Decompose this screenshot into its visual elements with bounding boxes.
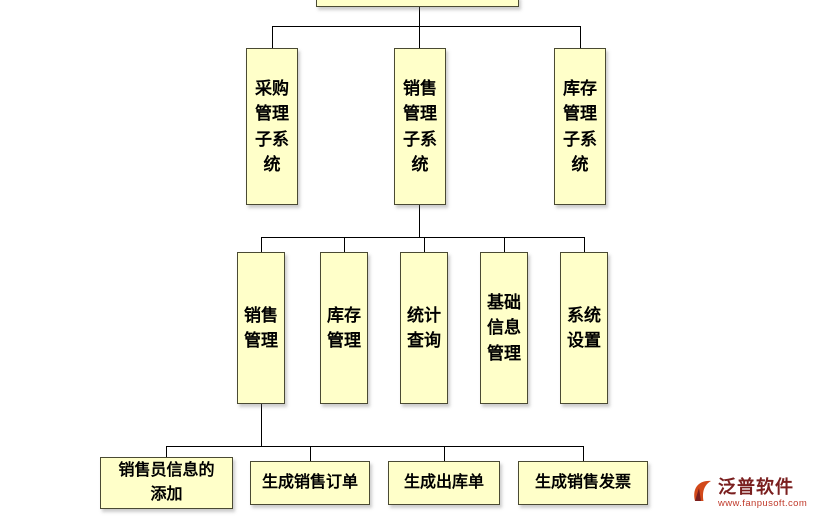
function-box-create-sales-invoice: 生成销售发票 [518, 461, 648, 505]
connector-sales-mgmt-stem [261, 404, 262, 446]
connector-drop-sales-subsystem [419, 26, 420, 48]
connector-level3-rail [166, 446, 584, 447]
function-box-create-outbound-order: 生成出库单 [388, 461, 500, 505]
module-box-inventory-management: 库存管理 [320, 252, 368, 404]
connector-drop-sales-order [310, 446, 311, 462]
function-box-create-sales-order: 生成销售订单 [250, 461, 370, 505]
subsystem-box-inventory: 库存管理子系统 [554, 48, 606, 205]
connector-drop-purchase [272, 26, 273, 48]
module-box-system-settings: 系统设置 [560, 252, 608, 404]
module-box-statistics-query: 统计查询 [400, 252, 448, 404]
fanpu-logo-icon [694, 480, 711, 501]
brand-logo: 泛普软件 www.fanpusoft.com [690, 477, 807, 509]
connector-drop-sales-invoice [583, 446, 584, 462]
function-box-add-salesman-info: 销售员信息的添加 [100, 457, 233, 509]
connector-drop-outbound-order [444, 446, 445, 462]
subsystem-box-sales: 销售管理子系统 [394, 48, 446, 205]
connector-drop-inventory-subsystem [580, 26, 581, 48]
module-box-sales-management: 销售管理 [237, 252, 285, 404]
connector-sales-subsystem-stem [419, 205, 420, 237]
connector-drop-system-settings [584, 237, 585, 252]
brand-website: www.fanpusoft.com [718, 497, 808, 509]
connector-drop-stats-query [424, 237, 425, 252]
root-box [316, 0, 519, 7]
connector-drop-basic-info [504, 237, 505, 252]
subsystem-box-purchase: 采购管理子系统 [246, 48, 298, 205]
module-box-basic-info-management: 基础信息管理 [480, 252, 528, 404]
connector-drop-salesman-info [166, 446, 167, 458]
connector-drop-sales-mgmt [261, 237, 262, 252]
connector-level1-rail [272, 26, 581, 27]
brand-text-block: 泛普软件 www.fanpusoft.com [718, 477, 807, 509]
brand-name: 泛普软件 [718, 477, 794, 497]
connector-drop-inventory-mgmt [344, 237, 345, 252]
connector-root-stem [419, 7, 420, 26]
connector-level2-rail [261, 237, 584, 238]
